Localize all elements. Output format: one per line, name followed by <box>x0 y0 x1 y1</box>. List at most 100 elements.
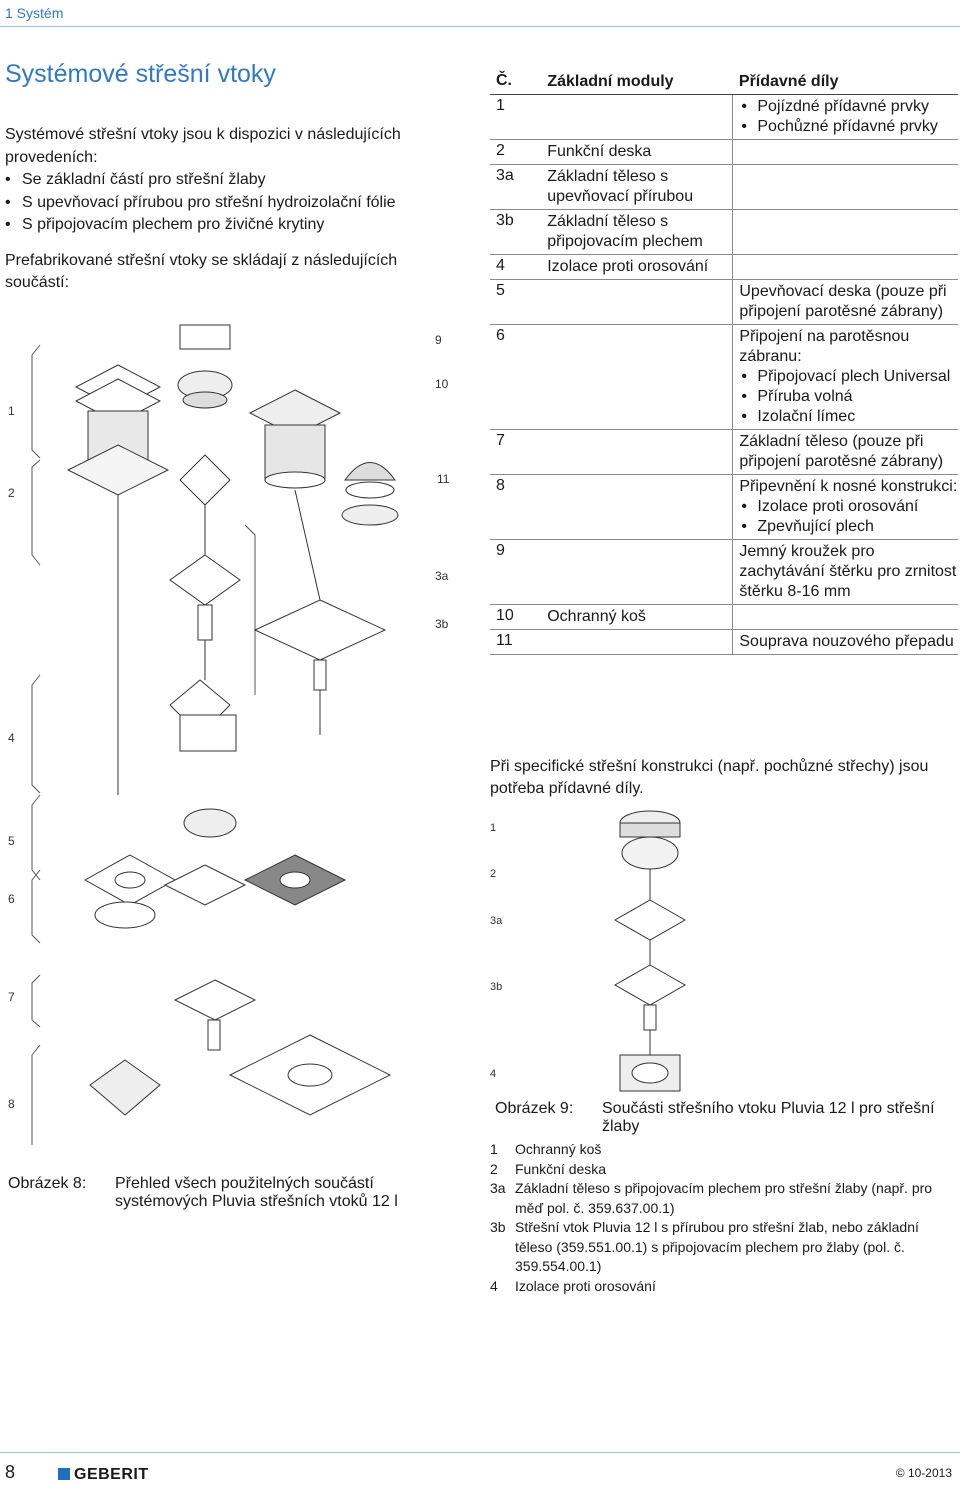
row-number: 11 <box>496 632 513 649</box>
row-base: Základní těleso s připojovacím plechem <box>547 213 703 250</box>
legend-text: Funkční deska <box>515 1160 607 1177</box>
row-number: 8 <box>496 477 505 494</box>
row-base: Základní těleso s upevňovací přírubou <box>547 168 694 205</box>
header-cell: Přídavné díly <box>738 73 839 90</box>
intro-prefab: Prefabrikované střešní vtoky se skládají… <box>5 251 398 292</box>
fig8-label-left: 5 <box>8 834 15 848</box>
legend-item: 2 Funkční deska <box>490 1160 957 1180</box>
row-extra <box>732 210 958 254</box>
row-base <box>547 95 732 139</box>
table-row: 10 Ochranný koš <box>490 605 958 630</box>
legend-item: 4 Izolace proti orosování <box>490 1277 957 1297</box>
note-text: Při specifické střešní konstrukci (např.… <box>490 758 929 797</box>
legend-text: Ochranný koš <box>515 1141 602 1157</box>
legend-text: Střešní vtok Pluvia 12 l s přírubou pro … <box>515 1219 919 1274</box>
intro-lead: Systémové střešní vtoky jsou k dispozici… <box>5 126 401 166</box>
fig9-label: 1 <box>490 822 496 834</box>
row-extra <box>732 140 958 164</box>
row-number: 3b <box>496 212 514 229</box>
components-table: Č. Základní moduly Přídavné díly 1 Pojíz… <box>490 70 958 655</box>
table-row: 3b Základní těleso s připojovacím pleche… <box>490 210 958 255</box>
row-base <box>547 430 732 474</box>
intro-bullet: Se základní částí pro střešní žlaby <box>5 169 465 192</box>
caption-label: Obrázek 9: <box>495 1100 574 1117</box>
row-base <box>547 325 732 429</box>
extra-bullet: Příruba volná <box>739 387 958 407</box>
legend-item: 3a Základní těleso s připojovacím pleche… <box>490 1179 957 1218</box>
intro-text: Systémové střešní vtoky jsou k dispozici… <box>5 124 465 295</box>
legend-item: 1 Ochranný koš <box>490 1140 957 1160</box>
logo-square-icon <box>58 1468 70 1480</box>
figure9-illustration: 1 2 3a 3b 4 <box>490 810 687 1092</box>
table-row: 5 Upevňovací deska (pouze při připojení … <box>490 280 958 325</box>
extra-bullet: Připojovací plech Universal <box>739 367 958 387</box>
header-rule <box>0 26 960 27</box>
section-header: 1 Systém <box>5 5 64 21</box>
fig8-label-left: 2 <box>8 486 15 500</box>
legend-number: 1 <box>490 1141 498 1157</box>
page-number: 8 <box>5 1462 16 1482</box>
intro-bullets: Se základní částí pro střešní žlaby S up… <box>5 169 465 237</box>
legend-number: 4 <box>490 1277 498 1294</box>
extra-bullet: Pochůzné přídavné prvky <box>739 117 958 137</box>
table-row: 4 Izolace proti orosování <box>490 255 958 280</box>
extra-bullet: Izolační límec <box>739 407 958 427</box>
row-extra: Souprava nouzového přepadu <box>732 630 958 654</box>
legend-text: Základní těleso s připojovacím plechem p… <box>515 1180 933 1216</box>
fig9-label: 2 <box>490 868 496 880</box>
footer-rule <box>0 1452 960 1453</box>
table-row: 11 Souprava nouzového přepadu <box>490 630 958 655</box>
legend-number: 2 <box>490 1160 498 1177</box>
legend-text: Izolace proti orosování <box>515 1277 656 1294</box>
caption-label: Obrázek 8: <box>8 1175 87 1192</box>
row-extra: Jemný kroužek pro zachytávání štěrku pro… <box>732 540 958 604</box>
row-extra <box>732 255 958 279</box>
row-number: 1 <box>496 97 505 114</box>
table-row: 7 Základní těleso (pouze při připojení p… <box>490 430 958 475</box>
table-header: Č. Základní moduly Přídavné díly <box>490 70 958 95</box>
extra-text: Připojení na parotěsnou zábranu: <box>739 328 910 365</box>
table-row: 6 Připojení na parotěsnou zábranu: Připo… <box>490 325 958 430</box>
fig8-label-right: 9 <box>435 333 442 347</box>
table-row: 1 Pojízdné přídavné prvky Pochůzné přída… <box>490 95 958 140</box>
row-base <box>547 280 732 324</box>
table-row: 9 Jemný kroužek pro zachytávání štěrku p… <box>490 540 958 605</box>
row-base <box>547 630 732 654</box>
extra-bullet: Zpevňující plech <box>739 517 958 537</box>
row-extra: Pojízdné přídavné prvky Pochůzné přídavn… <box>732 95 958 139</box>
table-row: 3a Základní těleso s upevňovací přírubou <box>490 165 958 210</box>
fig8-label-left: 4 <box>8 731 15 745</box>
figure9-legend: 1 Ochranný koš 2 Funkční deska 3a Základ… <box>490 1140 957 1296</box>
intro-bullet: S připojovacím plechem pro živičné kryti… <box>5 214 465 237</box>
legend-item: 3b Střešní vtok Pluvia 12 l s přírubou p… <box>490 1218 957 1277</box>
row-base <box>547 475 732 539</box>
row-base: Funkční deska <box>547 143 652 160</box>
header-cell: Základní moduly <box>547 73 674 90</box>
fig9-label: 4 <box>490 1068 496 1080</box>
table-row: 8 Připevnění k nosné konstrukci: Izolace… <box>490 475 958 540</box>
fig9-label: 3b <box>490 981 502 993</box>
row-base: Izolace proti orosování <box>547 258 709 275</box>
figure8-caption: Obrázek 8: Přehled všech použitelných so… <box>8 1175 463 1211</box>
row-number: 9 <box>496 542 505 559</box>
row-extra: Připojení na parotěsnou zábranu: Připojo… <box>732 325 958 429</box>
row-number: 2 <box>496 142 505 159</box>
extra-bullet: Izolace proti orosování <box>739 497 958 517</box>
intro-bullet: S upevňovací přírubou pro střešní hydroi… <box>5 192 465 215</box>
row-number: 3a <box>496 167 514 184</box>
fig8-label-right: 3b <box>435 617 449 631</box>
row-extra <box>732 605 958 629</box>
row-extra <box>732 165 958 209</box>
logo-text: GEBERIT <box>74 1466 149 1483</box>
extra-text: Připevnění k nosné konstrukci: <box>739 478 958 495</box>
page-title: Systémové střešní vtoky <box>5 60 276 88</box>
row-extra: Základní těleso (pouze při připojení par… <box>732 430 958 474</box>
legend-number: 3a <box>490 1180 506 1196</box>
header-cell: Č. <box>496 72 512 89</box>
row-number: 6 <box>496 327 505 344</box>
figure9-caption: Obrázek 9: Součásti střešního vtoku Pluv… <box>495 1100 957 1136</box>
extra-bullet: Pojízdné přídavné prvky <box>739 97 958 117</box>
fig8-label-right: 3a <box>435 569 449 583</box>
caption-text: Přehled všech použitelných součástí syst… <box>115 1175 398 1210</box>
fig8-label-left: 6 <box>8 892 15 906</box>
